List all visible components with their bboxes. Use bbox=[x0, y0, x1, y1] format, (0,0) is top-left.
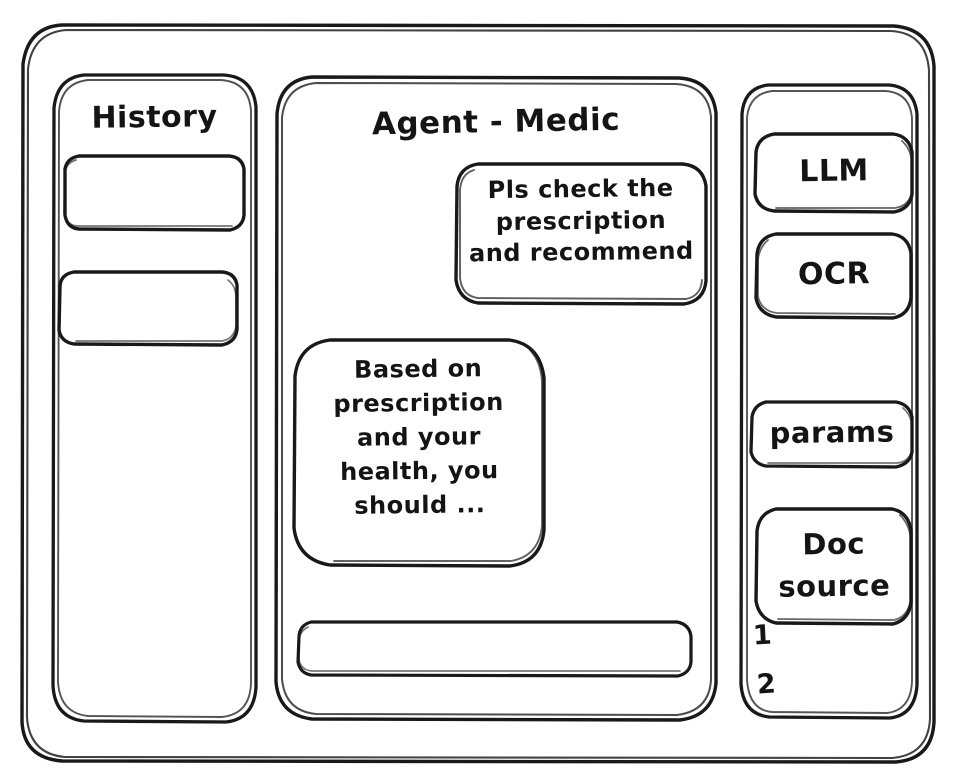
history-item[interactable] bbox=[56, 268, 240, 347]
history-title: History bbox=[91, 99, 218, 136]
chat-bubble-user-text: Pls check the prescription and recommend bbox=[468, 173, 694, 268]
tool-button-ocr-label: OCR bbox=[797, 256, 871, 293]
doc-source-list-item[interactable]: 1 bbox=[752, 619, 774, 652]
tool-button-params-label: params bbox=[769, 414, 895, 451]
chat-bubble-assistant-text: Based on prescription and your health, y… bbox=[333, 354, 504, 521]
tool-button-doc-source[interactable]: Doc source bbox=[752, 505, 916, 626]
tool-button-llm[interactable]: LLM bbox=[752, 130, 916, 214]
page-title: Agent - Medic bbox=[371, 101, 621, 143]
doc-source-list-item[interactable]: 2 bbox=[755, 668, 778, 701]
history-item[interactable] bbox=[62, 153, 247, 232]
tool-button-doc-source-label: Doc source bbox=[778, 526, 891, 604]
composer-input[interactable] bbox=[295, 618, 694, 678]
chat-bubble-assistant: Based on prescription and your health, y… bbox=[290, 336, 548, 568]
tool-button-params[interactable]: params bbox=[748, 398, 916, 469]
tool-button-llm-label: LLM bbox=[798, 153, 870, 190]
chat-bubble-user: Pls check the prescription and recommend bbox=[452, 160, 710, 306]
tool-button-ocr[interactable]: OCR bbox=[752, 230, 916, 320]
